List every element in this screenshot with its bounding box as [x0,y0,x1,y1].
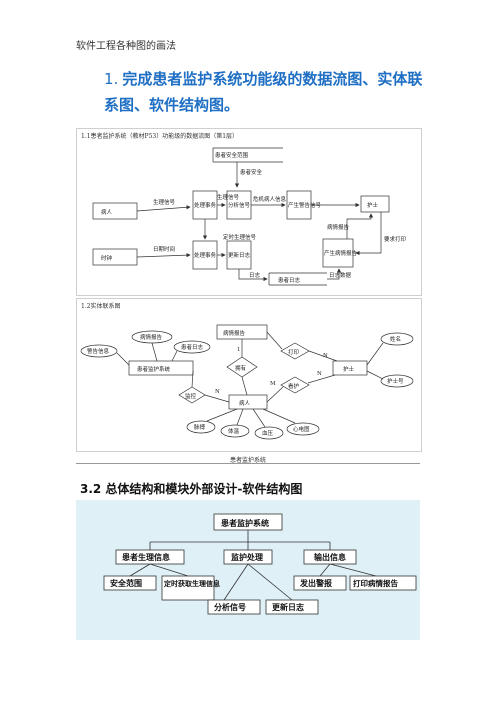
er-entity-patient: 病人 [239,399,251,407]
question-number: 1. [104,70,119,88]
divider [76,463,420,464]
tree-l2-update-log: 更新日志 [272,602,304,612]
er-entity-nurse: 护士 [343,365,355,373]
structure-diagram: 患者监护系统 患者生理信息 监护处理 输出信息 安全范围 定时获取生理信息 分析… [76,500,420,640]
structure-tree: 患者监护系统 患者生理信息 监护处理 输出信息 安全范围 定时获取生理信息 分析… [76,500,420,640]
dfd-flow-date-time: 日期时间 [153,245,175,253]
dfd-store-safety: 患者安全范围 [215,151,249,159]
er-entity-report: 病情报告 [223,329,246,337]
dfd-node-nurse: 护士 [367,201,379,209]
dfd-node-produce-report: 产生病情报告 [324,249,358,257]
dfd-flow-alert-info: 危机病人信息 [253,195,287,203]
er-relation-guard: 看护 [288,382,300,390]
er-card-one: 1 [237,347,241,353]
dfd-node-patient: 病人 [101,208,113,216]
dfd-node-analyze: 分析信号 [228,201,251,209]
tree-l1-output: 输出信息 [314,552,346,562]
er-attr-nurse-id: 护士号 [387,377,404,385]
tree-l2-alarm: 发出警报 [299,578,332,588]
page-header: 软件工程各种图的画法 [76,41,176,52]
er-relation-print: 打印 [288,348,300,356]
er-card-m: M [270,381,276,387]
er-diagram: 病情报告 患者监护系统 病人 护士 拥有 打印 监控 看护 病情报告 患者日志 … [80,324,414,440]
dfd-flow-report: 病情报告 [327,223,350,231]
dfd-panel: 1.1患者监护系统（教材P53）功能级的数据流图（第1层） [76,128,422,296]
er-attr-temp: 体温 [228,427,240,435]
er-panel: 1.2实体联系图 [76,298,422,452]
tree-l1-monitor: 监护处理 [231,552,263,562]
er-title: 1.2实体联系图 [81,303,121,310]
dfd-title: 1.1患者监护系统（教材P53）功能级的数据流图（第1层） [81,133,239,140]
er-card-n2: N [317,371,322,377]
er-attr-alarm: 警告信息 [87,347,110,355]
er-attr-pulse: 脉搏 [194,423,206,431]
er-attr-report: 病情报告 [140,333,163,341]
er-relation-own: 拥有 [235,364,247,372]
dfd-node-produce-alert: 产生警告信号 [288,201,322,209]
dfd-node-update-log: 更新日志 [228,251,251,259]
dfd-node-process-time: 处理事务 [194,251,217,259]
er-attr-log: 患者日志 [181,343,204,351]
tree-l2-safety: 安全范围 [110,578,142,588]
dfd-flow-log: 日志 [249,271,261,279]
figure-caption: 患者监护系统 [229,457,266,464]
question-heading: 1.完成患者监护系统功能级的数据流图、实体联系图、软件结构图。 [104,66,434,118]
tree-l2-timed: 定时获取生理信息 [164,579,220,588]
dfd-flow-physio-2: 生理信号 [217,193,240,201]
er-card-n3: N [323,353,328,359]
tree-l2-print: 打印病情报告 [353,578,398,588]
er-attr-bp: 血压 [262,429,274,437]
tree-root: 患者监护系统 [221,518,269,528]
dfd-flow-log-data: 日志数据 [329,271,352,279]
dfd-node-process-signal: 处理事务 [194,201,217,209]
dfd-flow-timed-signal: 定时生理信号 [223,233,257,241]
question-text: 完成患者监护系统功能级的数据流图、实体联系图、软件结构图。 [104,70,423,114]
dfd-flow-request-print: 要求打印 [384,235,407,243]
dfd-store-patient-log: 患者日志 [278,276,301,284]
dfd-diagram: 患者安全范围 患者安全 病人 处理事务 分析信号 产生警告信号 护士 生理信号 … [92,147,407,286]
tree-l2-analyze: 分析信号 [214,602,246,612]
er-card-n1: N [215,389,220,395]
er-relation-monitor: 监控 [185,392,197,400]
er-attr-name: 姓名 [390,335,401,343]
dfd-node-clock: 时钟 [101,254,113,262]
dfd-flow-patient-safety: 患者安全 [240,168,263,176]
er-attr-ecg: 心电图 [293,425,310,433]
tree-l1-physio: 患者生理信息 [122,552,170,562]
dfd-flow-physio-1: 生理信号 [153,198,176,206]
section-title: 3.2 总体结构和模块外部设计-软件结构图 [80,482,303,496]
er-entity-system: 患者监护系统 [137,365,171,373]
